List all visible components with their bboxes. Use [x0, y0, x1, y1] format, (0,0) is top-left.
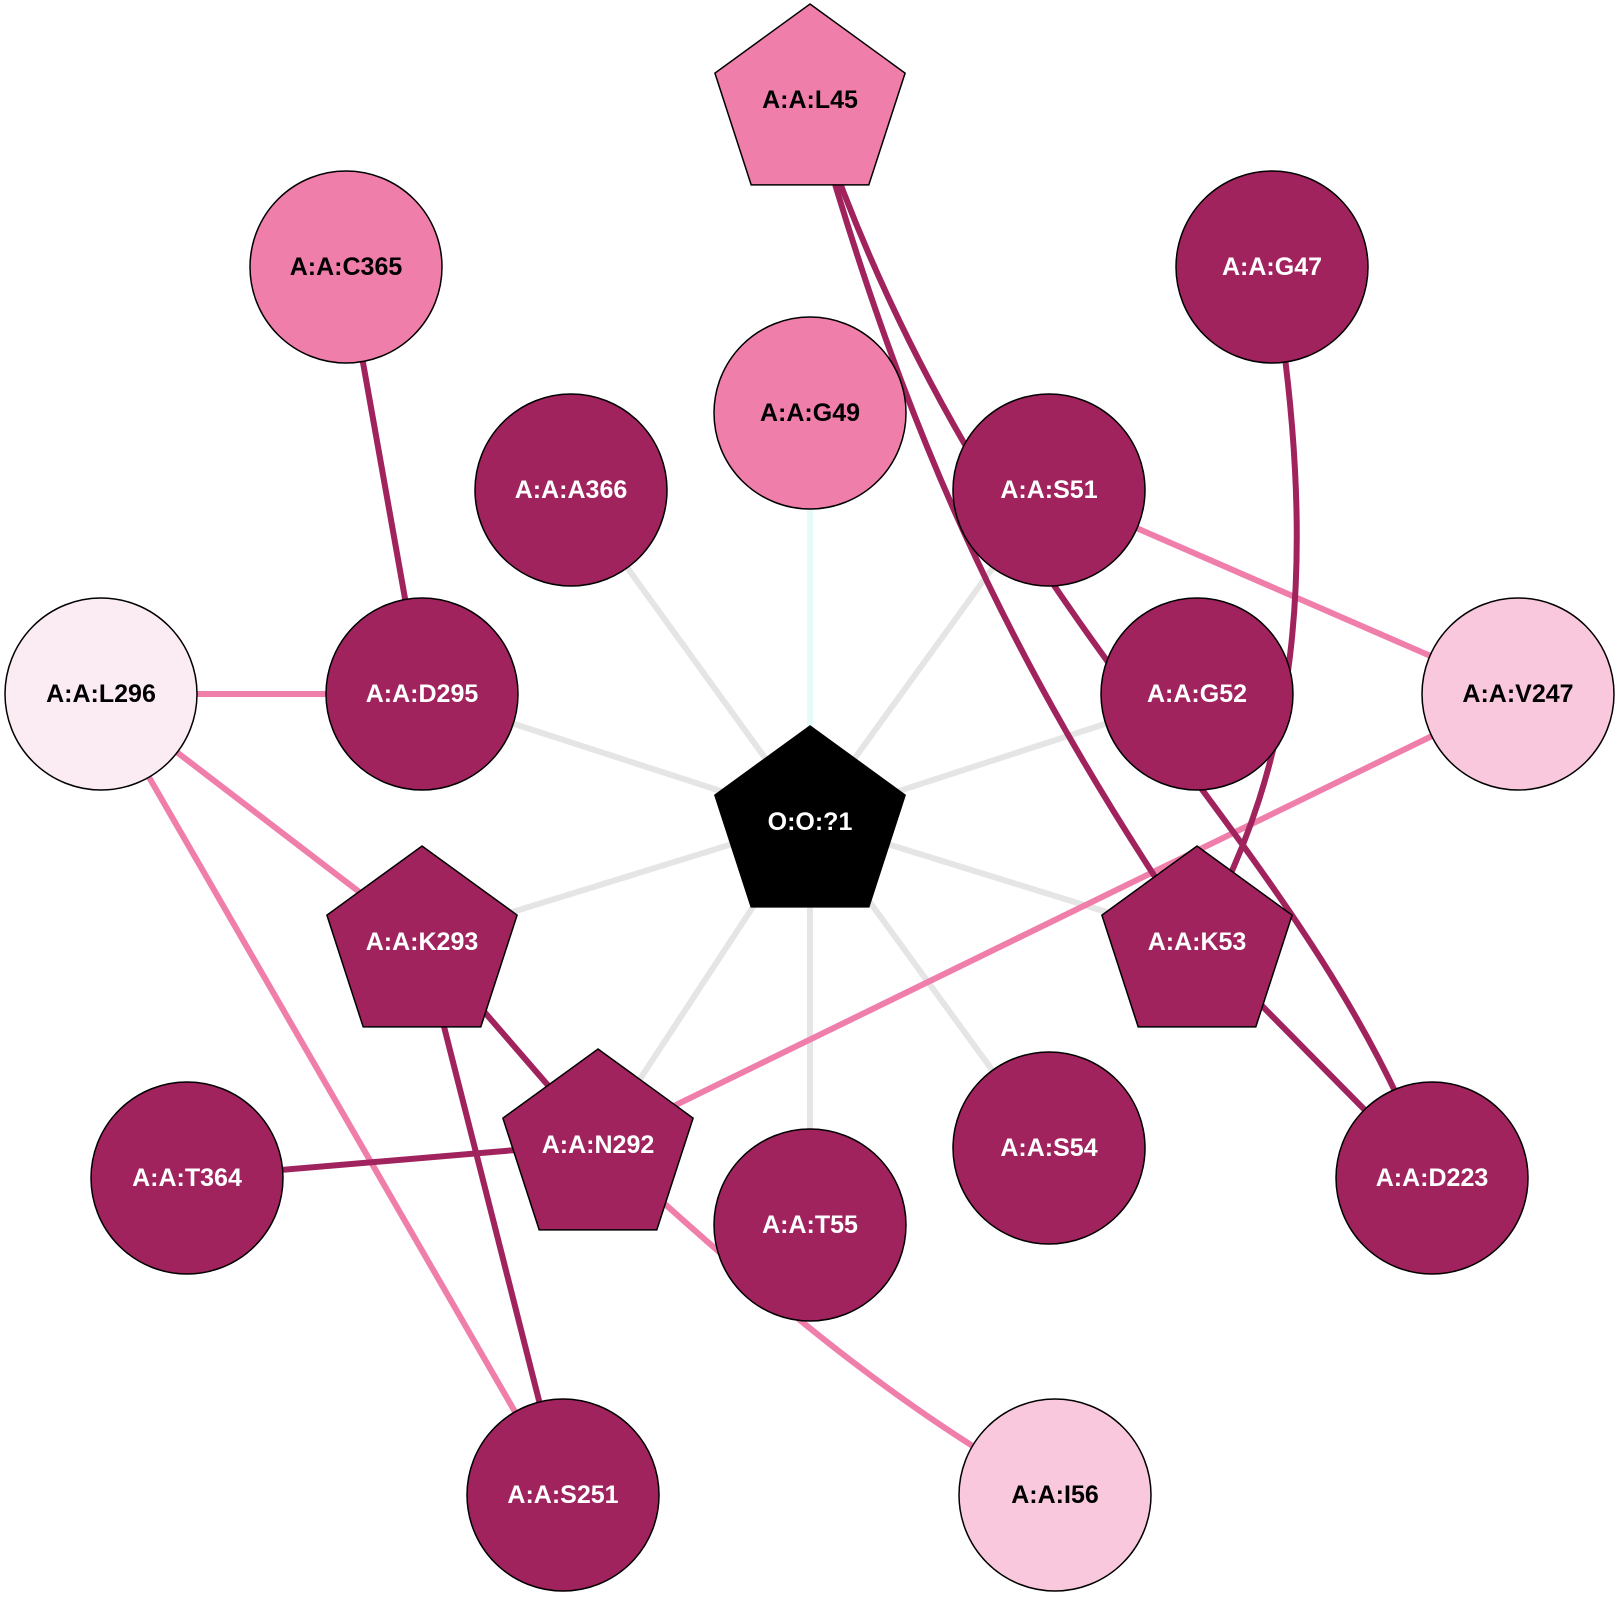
node-label: A:A:G47	[1222, 253, 1322, 281]
node-t364[interactable]: A:A:T364	[90, 1081, 284, 1275]
node-circle-shape	[466, 1398, 660, 1592]
node-circle-shape	[325, 597, 519, 791]
node-label: A:A:S251	[507, 1481, 618, 1509]
node-g49[interactable]: A:A:G49	[713, 316, 907, 510]
node-label: A:A:L296	[46, 680, 156, 708]
node-label: A:A:K293	[366, 928, 479, 956]
node-pentagon-shape	[502, 1048, 694, 1231]
node-circle-shape	[1335, 1081, 1529, 1275]
node-label: A:A:D295	[366, 680, 479, 708]
node-label: O:O:?1	[768, 808, 853, 836]
node-label: A:A:D223	[1376, 1164, 1489, 1192]
node-label: A:A:K53	[1148, 928, 1247, 956]
node-d295[interactable]: A:A:D295	[325, 597, 519, 791]
node-i56[interactable]: A:A:I56	[958, 1398, 1152, 1592]
node-pentagon-shape	[1101, 845, 1293, 1028]
node-label: A:A:N292	[542, 1131, 655, 1159]
edge-g47-k53	[1194, 266, 1300, 942]
node-s51[interactable]: A:A:S51	[952, 393, 1146, 587]
node-v247[interactable]: A:A:V247	[1421, 597, 1615, 791]
node-label: A:A:V247	[1462, 680, 1573, 708]
node-circle-shape	[952, 1051, 1146, 1245]
node-circle-shape	[474, 393, 668, 587]
node-k53[interactable]: A:A:K53	[1101, 845, 1293, 1028]
node-t55[interactable]: A:A:T55	[713, 1128, 907, 1322]
node-circle-shape	[952, 393, 1146, 587]
node-circle-shape	[713, 1128, 907, 1322]
node-label: A:A:G49	[760, 399, 860, 427]
node-pentagon-shape	[326, 845, 518, 1028]
node-pentagon-shape	[714, 725, 906, 908]
node-circle-shape	[249, 170, 443, 364]
node-circle-shape	[713, 316, 907, 510]
node-a366[interactable]: A:A:A366	[474, 393, 668, 587]
node-label: A:A:S54	[1000, 1134, 1097, 1162]
node-pentagon-shape	[714, 3, 906, 186]
node-s54[interactable]: A:A:S54	[952, 1051, 1146, 1245]
node-g52[interactable]: A:A:G52	[1100, 597, 1294, 791]
node-l296[interactable]: A:A:L296	[4, 597, 198, 791]
node-label: A:A:S51	[1000, 476, 1097, 504]
node-label: A:A:T55	[762, 1211, 858, 1239]
node-label: A:A:I56	[1011, 1481, 1099, 1509]
node-center[interactable]: O:O:?1	[714, 725, 906, 908]
node-c365[interactable]: A:A:C365	[249, 170, 443, 364]
node-label: A:A:G52	[1147, 680, 1247, 708]
node-label: A:A:A366	[515, 476, 628, 504]
edge-l296-s251	[98, 692, 566, 1497]
node-d223[interactable]: A:A:D223	[1335, 1081, 1529, 1275]
node-g47[interactable]: A:A:G47	[1175, 170, 1369, 364]
node-l45[interactable]: A:A:L45	[714, 3, 906, 186]
node-n292[interactable]: A:A:N292	[502, 1048, 694, 1231]
edge-v247-n292	[596, 691, 1520, 1146]
node-s251[interactable]: A:A:S251	[466, 1398, 660, 1592]
node-label: A:A:L45	[762, 86, 858, 114]
node-circle-shape	[1421, 597, 1615, 791]
node-circle-shape	[1100, 597, 1294, 791]
node-label: A:A:T364	[132, 1164, 242, 1192]
node-circle-shape	[90, 1081, 284, 1275]
node-label: A:A:C365	[290, 253, 403, 281]
node-k293[interactable]: A:A:K293	[326, 845, 518, 1028]
node-circle-shape	[958, 1398, 1152, 1592]
node-circle-shape	[1175, 170, 1369, 364]
node-circle-shape	[4, 597, 198, 791]
